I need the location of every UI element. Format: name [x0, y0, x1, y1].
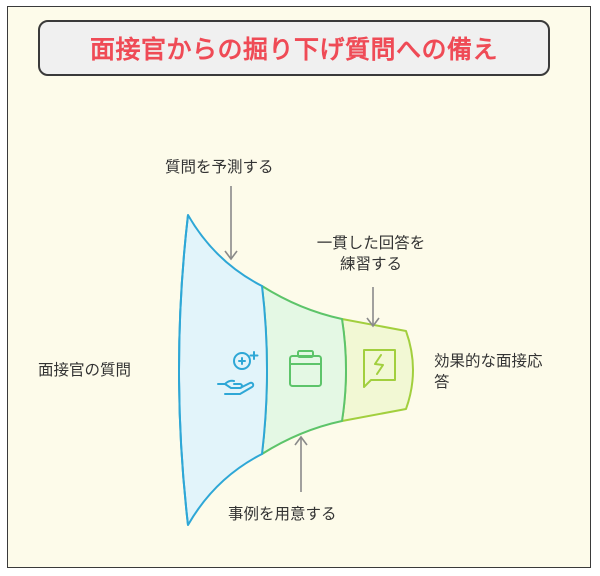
label-effective-answers: 効果的な面接応 答 [434, 351, 543, 393]
diagram-frame [7, 6, 591, 568]
label-effective-answers-line1: 効果的な面接応 [434, 352, 543, 370]
funnel-stage-3 [341, 318, 414, 422]
label-predict-questions: 質問を予測する [165, 158, 274, 176]
arrow-step1 [224, 186, 238, 261]
hand-coin-icon [217, 351, 259, 395]
label-practice-answers-line1: 一貫した回答を [316, 234, 426, 252]
chat-lightning-icon [363, 349, 396, 388]
arrow-step3 [294, 435, 308, 492]
label-prepare-examples: 事例を用意する [228, 505, 337, 523]
funnel-stage-1 [178, 214, 268, 526]
label-interviewer-questions: 面接官の質問 [38, 361, 132, 379]
label-effective-answers-line2: 答 [434, 373, 450, 391]
arrow-step2 [366, 287, 380, 328]
funnel-mouth-rim [178, 214, 189, 526]
title-box: 面接官からの掘り下げ質問への備え [38, 20, 550, 76]
label-practice-answers: 一貫した回答を 練習する [313, 233, 429, 275]
label-practice-answers-line2: 練習する [339, 255, 402, 273]
funnel-stage-2 [261, 285, 347, 455]
briefcase-icon [289, 350, 322, 387]
diagram-title: 面接官からの掘り下げ質問への備え [89, 35, 498, 64]
